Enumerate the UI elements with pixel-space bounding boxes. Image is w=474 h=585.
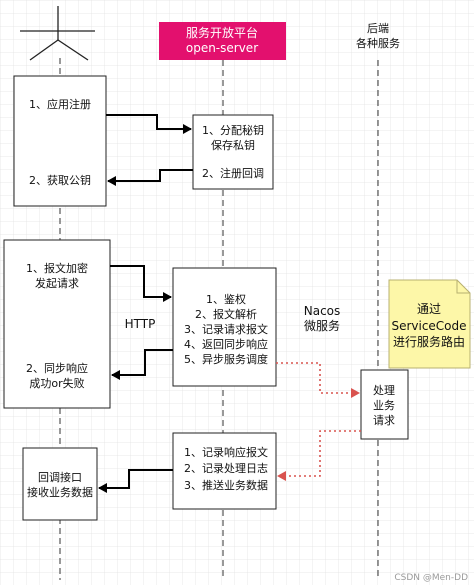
arrow-encrypted-request [110,265,172,302]
backend-subtitle: 各种服务 [356,36,400,50]
platform-box3-line1: 1、记录响应报文 [184,445,268,459]
client-box-callback [22,447,98,521]
backend-box-line2: 业务 [373,399,395,412]
platform-subtitle: open-server [186,41,258,55]
platform-box3-line3: 3、推送业务数据 [184,478,268,492]
client-box2-line4: 成功or失败 [29,376,84,390]
platform-box2-line3: 3、记录请求报文 [184,322,268,336]
platform-box-callback [172,432,277,510]
arrow-push-data [98,469,173,493]
actor-icon [20,6,95,61]
client-box2-line2: 发起请求 [35,276,79,290]
arrow-register-response [107,169,193,186]
note-line3: 进行服务路由 [393,334,465,349]
backend-box-line1: 处理 [373,384,395,397]
client-box-register [13,75,107,207]
backend-process-box [360,369,409,440]
platform-box1-line1: 1、分配秘钥 [202,123,264,137]
routing-note [388,279,471,369]
watermark: CSDN @Men-DD [394,573,468,583]
backend-box-line3: 请求 [373,414,395,427]
platform-title: 服务开放平台 [186,25,258,40]
platform-box1-line3: 2、注册回调 [202,166,264,180]
backend-title: 后端 [367,22,389,35]
arrow-register-request [106,114,192,134]
nacos-label: Nacos [304,304,341,318]
arrow-service-result [277,430,361,481]
platform-box2-line4: 4、返回同步响应 [184,337,268,351]
nacos-sublabel: 微服务 [304,318,340,333]
arrow-async-dispatch [276,362,360,398]
platform-box3-line2: 2、记录处理日志 [184,462,268,475]
client-box3-line1: 回调接口 [38,471,82,484]
client-box2-line1: 1、报文加密 [26,261,88,275]
client-box-request [3,239,111,409]
platform-box2-line1: 1、鉴权 [206,293,246,306]
http-label: HTTP [125,317,156,331]
client-box3-line2: 接收业务数据 [27,485,93,499]
platform-box1-line2: 保存私钥 [211,138,255,152]
client-box2-line3: 2、同步响应 [26,361,88,375]
platform-participant [159,22,286,60]
client-box1-line2: 2、获取公钥 [29,173,91,187]
client-box1-line1: 1、应用注册 [29,97,91,111]
arrow-sync-response [111,349,173,380]
platform-box2-line2: 2、报文解析 [195,307,257,321]
platform-box-register [192,114,274,190]
platform-box-request [172,267,277,387]
platform-box2-line5: 5、异步服务调度 [184,352,268,366]
note-line2: ServiceCode [391,319,466,333]
note-line1: 通过 [417,302,441,316]
